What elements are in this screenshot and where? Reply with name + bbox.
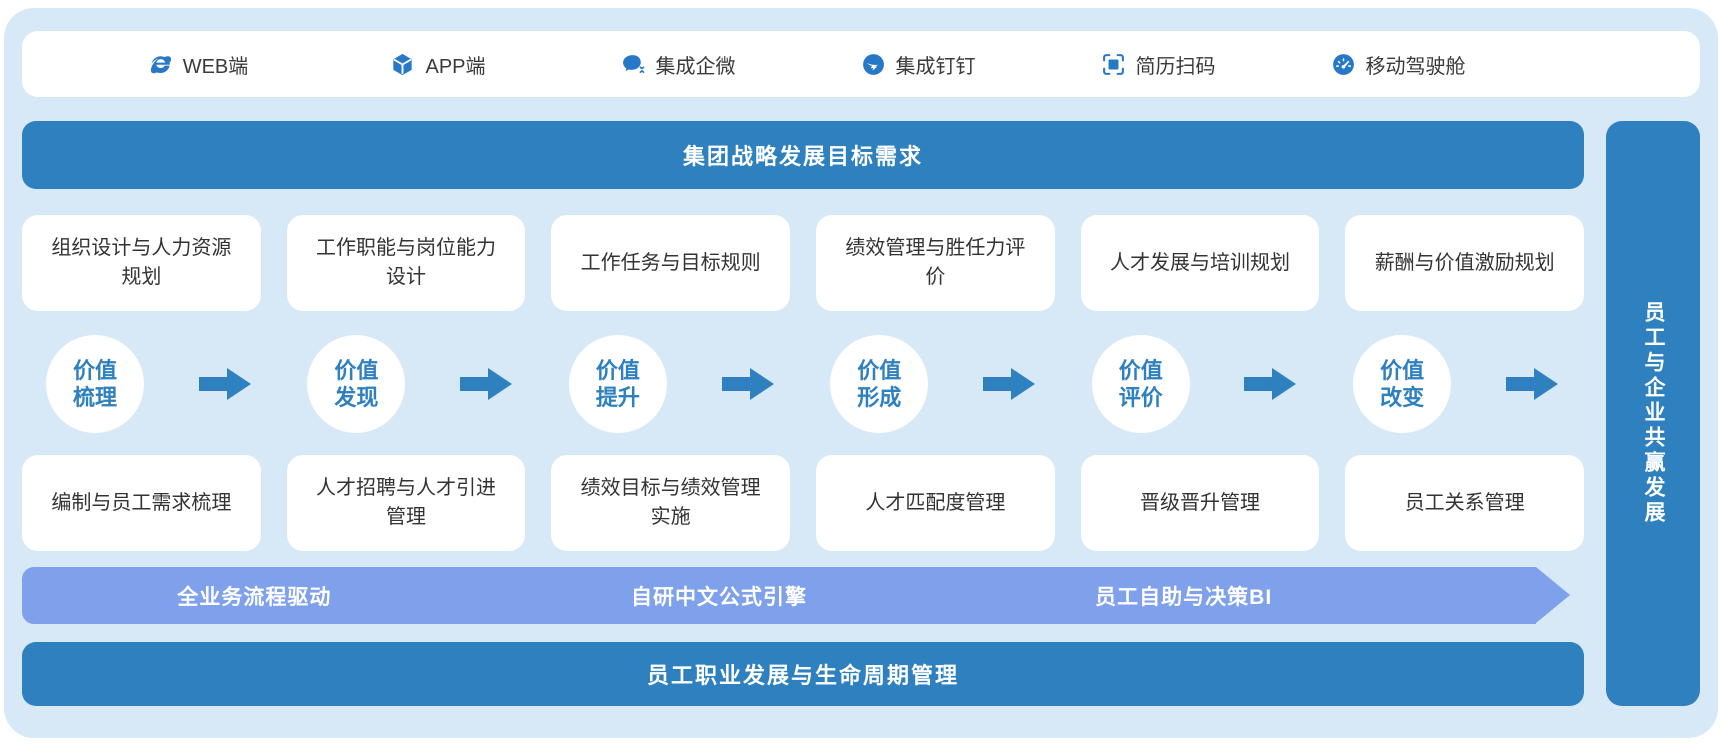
platform-item-web: WEB端 bbox=[78, 50, 318, 79]
engine-banner-label: 自研中文公式引擎 bbox=[631, 585, 807, 609]
platform-item-resume-scan: 简历扫码 bbox=[1038, 50, 1278, 79]
value-step-line: 价值 bbox=[72, 357, 117, 383]
platform-item-wecom: 集成企微 bbox=[558, 50, 798, 79]
resume-scan-icon bbox=[1101, 52, 1126, 77]
value-step-line: 价值 bbox=[1380, 357, 1425, 383]
value-step-line: 提升 bbox=[595, 385, 640, 410]
app-cube-icon bbox=[390, 52, 415, 77]
value-step-line: 价值 bbox=[1118, 357, 1163, 383]
platform-item-dingtalk: 集成钉钉 bbox=[798, 50, 1038, 79]
execution-card: 人才招聘与人才引进管理 bbox=[286, 455, 526, 551]
right-arrow-icon bbox=[460, 366, 514, 402]
ie-browser-icon bbox=[148, 52, 173, 77]
value-step-circle: 价值 改变 bbox=[1353, 335, 1452, 433]
platform-item-label: 移动驾驶舱 bbox=[1365, 55, 1466, 78]
strategy-banner: 集团战略发展目标需求 bbox=[22, 121, 1584, 189]
right-arrow-icon bbox=[983, 366, 1037, 402]
execution-card: 绩效目标与绩效管理实施 bbox=[551, 455, 791, 551]
engine-banner-label: 员工自助与决策BI bbox=[1095, 585, 1273, 609]
execution-card: 晋级晋升管理 bbox=[1080, 455, 1320, 551]
engine-banner-label: 全业务流程驱动 bbox=[177, 585, 332, 609]
planning-card: 人才发展与培训规划 bbox=[1080, 215, 1320, 311]
execution-card: 员工关系管理 bbox=[1345, 455, 1585, 551]
platform-item-label: 简历扫码 bbox=[1135, 55, 1216, 78]
value-step-circle: 价值 评价 bbox=[1091, 335, 1190, 433]
lifecycle-banner: 员工职业发展与生命周期管理 bbox=[22, 642, 1584, 706]
engine-banner: 全业务流程驱动 自研中文公式引擎 员工自助与决策BI bbox=[22, 567, 1570, 624]
planning-card: 组织设计与人力资源规划 bbox=[22, 215, 261, 311]
platform-bar: WEB端 APP端 集成企微 集成钉钉 简历扫码 bbox=[22, 31, 1700, 97]
value-step-line: 形成 bbox=[857, 385, 902, 410]
value-step-line: 价值 bbox=[857, 357, 902, 383]
right-arrow-icon bbox=[1505, 366, 1560, 402]
planning-card: 绩效管理与胜任力评价 bbox=[816, 215, 1055, 311]
platform-item-label: WEB端 bbox=[182, 55, 249, 78]
planning-cards-row: 组织设计与人力资源规划 工作职能与岗位能力设计 工作任务与目标规则 绩效管理与胜… bbox=[22, 215, 1585, 311]
value-step-line: 改变 bbox=[1380, 385, 1425, 410]
value-step-line: 梳理 bbox=[72, 385, 117, 410]
win-banner: 员工与企业共赢发展 bbox=[1606, 121, 1700, 706]
win-banner-label: 员工与企业共赢发展 bbox=[1642, 301, 1665, 526]
main-flow-column: 集团战略发展目标需求 组织设计与人力资源规划 工作职能与岗位能力设计 工作任务与… bbox=[22, 121, 1585, 706]
planning-card: 工作任务与目标规则 bbox=[551, 215, 791, 311]
right-arrow-icon bbox=[198, 366, 253, 402]
dingtalk-icon bbox=[861, 52, 886, 77]
platform-item-label: 集成钉钉 bbox=[895, 55, 976, 78]
planning-card: 薪酬与价值激励规划 bbox=[1345, 215, 1585, 311]
right-arrow-icon bbox=[721, 366, 776, 402]
value-step-line: 发现 bbox=[334, 385, 379, 410]
platform-item-label: APP端 bbox=[425, 55, 486, 78]
wecom-chat-icon bbox=[621, 52, 646, 77]
value-step-circle: 价值 梳理 bbox=[46, 335, 144, 433]
platform-item-mobile-dashboard: 移动驾驶舱 bbox=[1278, 50, 1518, 79]
planning-card: 工作职能与岗位能力设计 bbox=[286, 215, 526, 311]
value-step-line: 价值 bbox=[334, 357, 379, 383]
value-step-circle: 价值 形成 bbox=[830, 335, 929, 433]
mobile-dashboard-icon bbox=[1331, 52, 1356, 77]
value-step-line: 评价 bbox=[1118, 385, 1163, 410]
value-step-circle: 价值 提升 bbox=[568, 335, 667, 433]
value-step-line: 价值 bbox=[595, 357, 640, 383]
diagram-body: 集团战略发展目标需求 组织设计与人力资源规划 工作职能与岗位能力设计 工作任务与… bbox=[22, 121, 1700, 706]
value-step-circle: 价值 发现 bbox=[307, 335, 406, 433]
platform-item-app: APP端 bbox=[318, 50, 558, 79]
execution-card: 人才匹配度管理 bbox=[816, 455, 1055, 551]
value-chain-row: 价值 梳理 价值 发现 价值 提升 价值 形成 bbox=[22, 335, 1584, 433]
platform-item-label: 集成企微 bbox=[655, 55, 736, 78]
diagram-panel: WEB端 APP端 集成企微 集成钉钉 简历扫码 bbox=[4, 8, 1718, 738]
execution-card: 编制与员工需求梳理 bbox=[22, 455, 261, 551]
execution-cards-row: 编制与员工需求梳理 人才招聘与人才引进管理 绩效目标与绩效管理实施 人才匹配度管… bbox=[22, 455, 1585, 551]
right-arrow-icon bbox=[1244, 366, 1298, 402]
